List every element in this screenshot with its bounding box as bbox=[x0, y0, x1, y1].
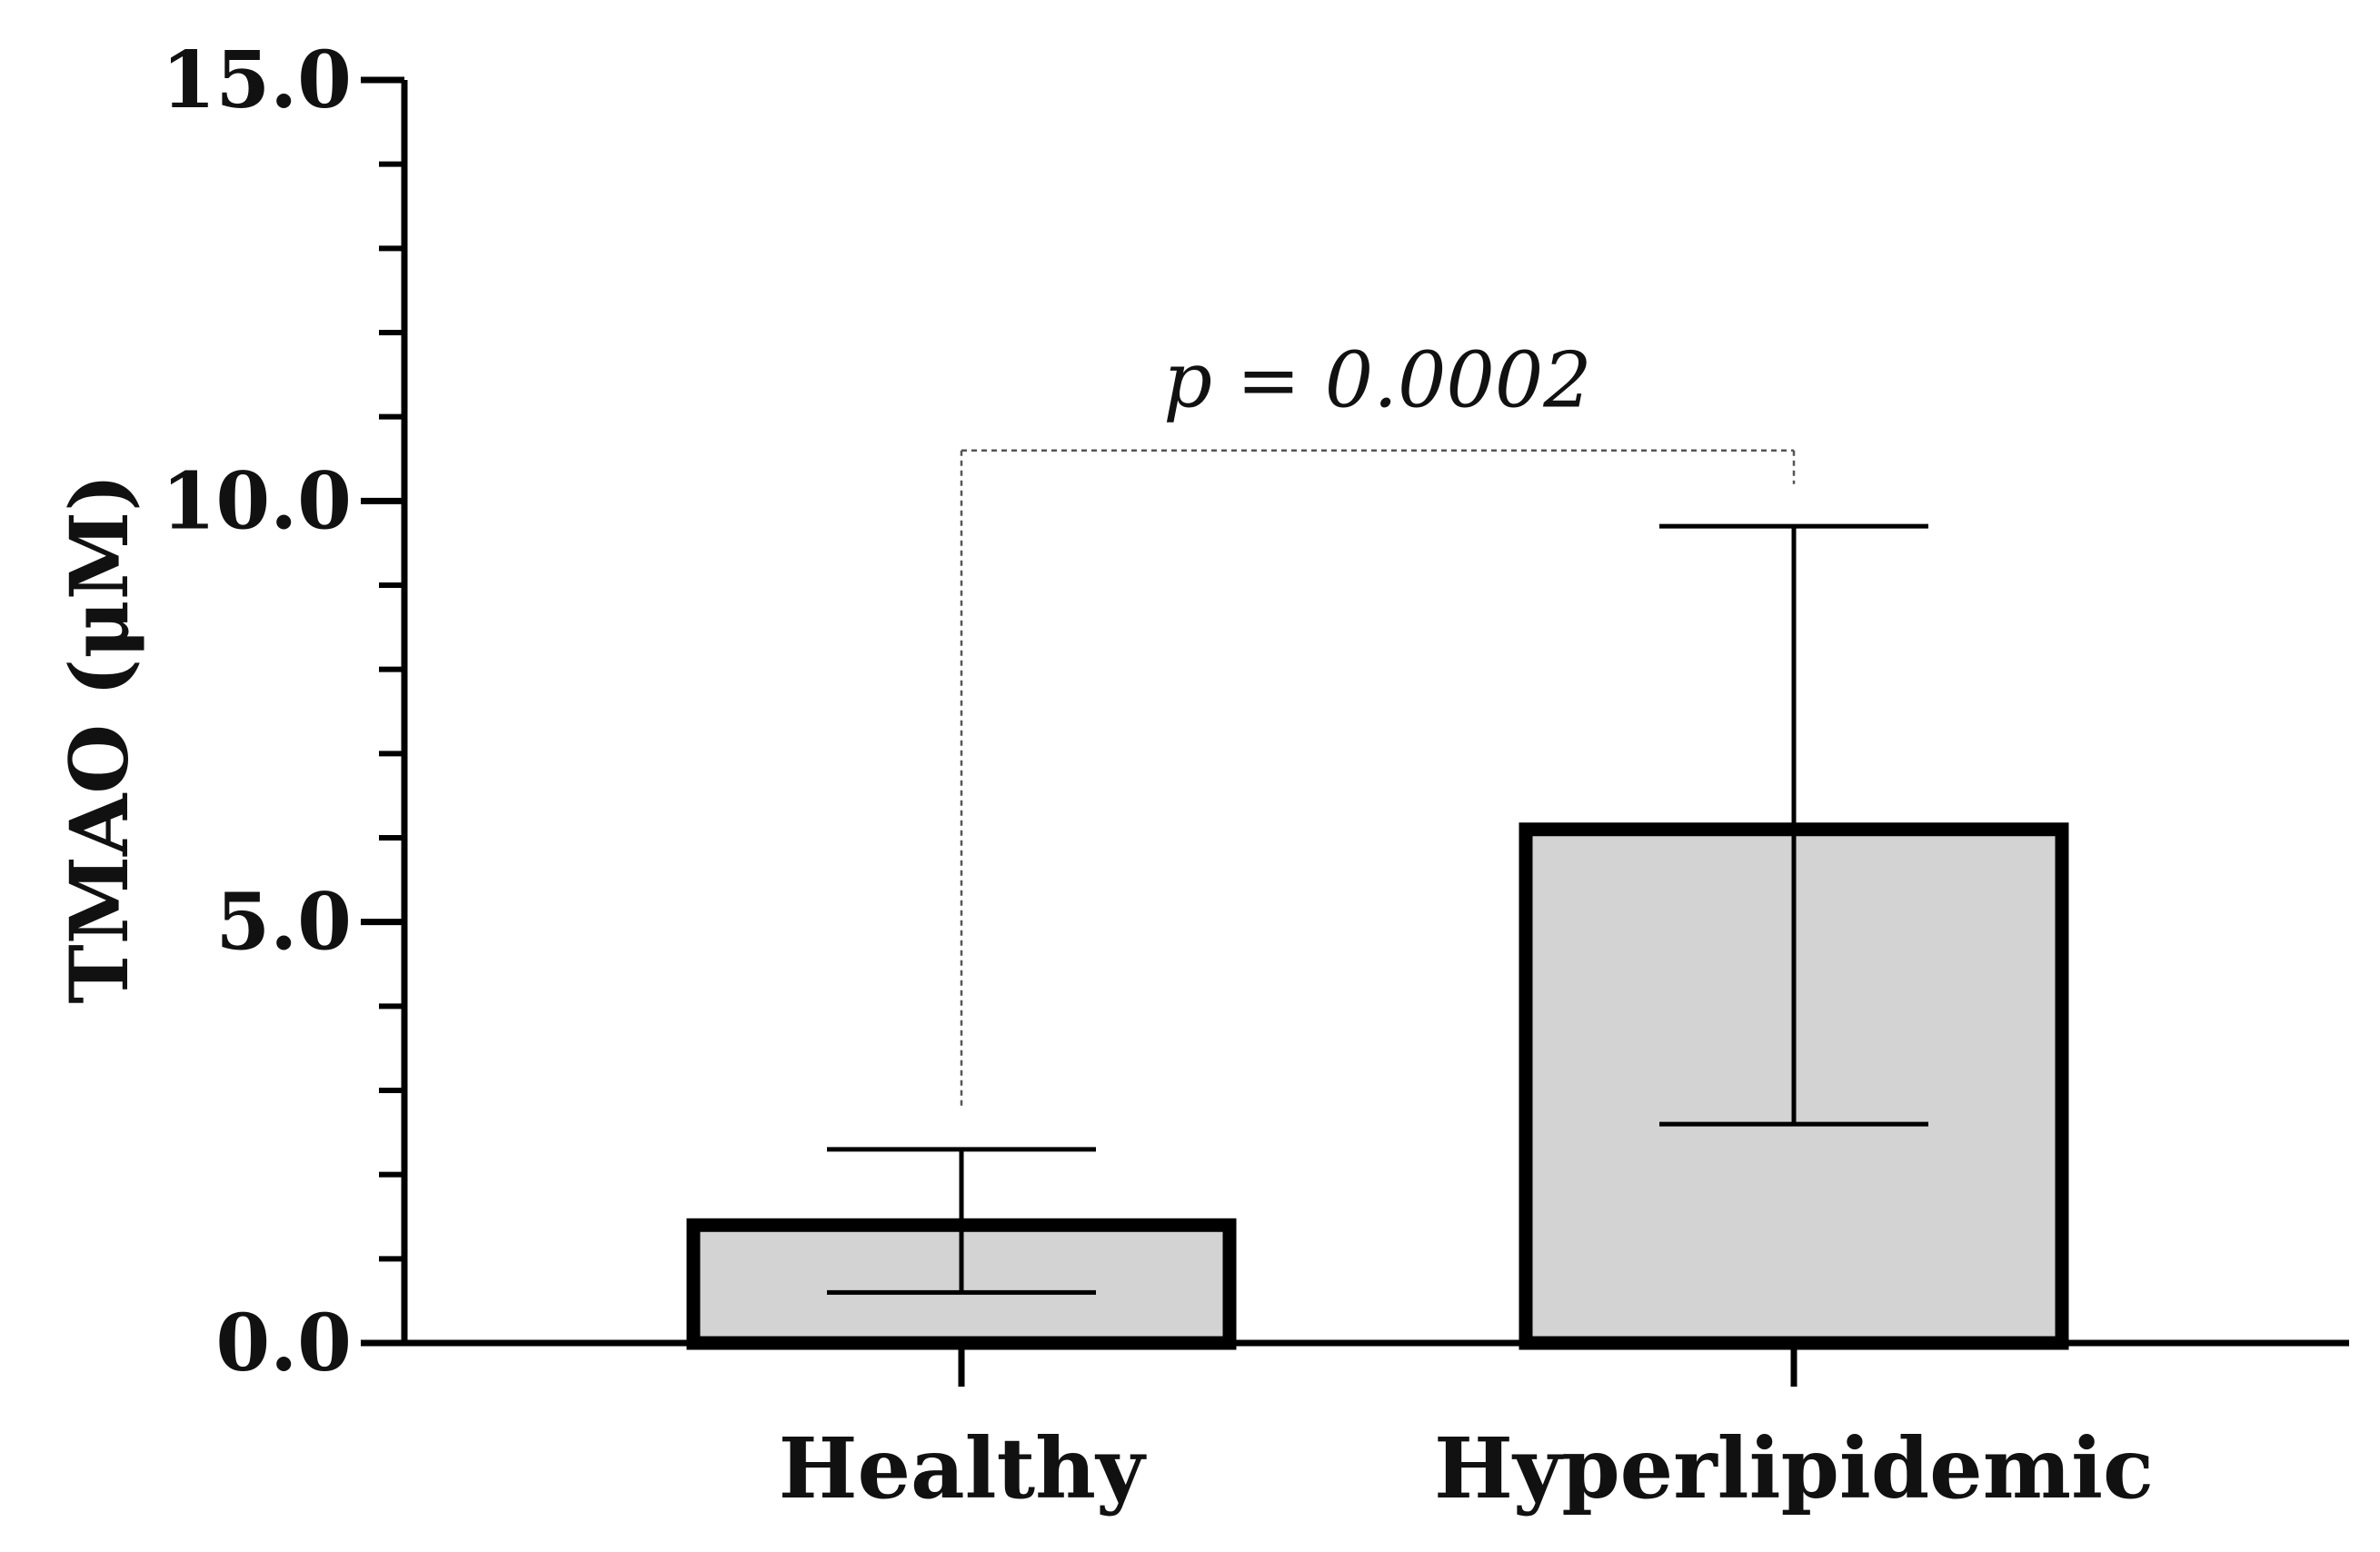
significance-annotation: p = 0.0002 bbox=[960, 336, 1796, 1108]
error-bars bbox=[827, 523, 1928, 1295]
bars bbox=[686, 822, 2069, 1350]
x-tick-label: Healthy bbox=[779, 1419, 1147, 1517]
p-value-label: p = 0.0002 bbox=[1163, 336, 1591, 425]
y-tick-label: 10.0 bbox=[162, 455, 352, 547]
y-tick-label: 5.0 bbox=[215, 877, 352, 969]
y-tick-label: 15.0 bbox=[162, 35, 352, 126]
y-tick-label: 0.0 bbox=[215, 1298, 352, 1389]
x-tick-label: Hyperlipidemic bbox=[1434, 1419, 2154, 1517]
y-axis-title: TMAO (μM) bbox=[52, 473, 146, 1004]
